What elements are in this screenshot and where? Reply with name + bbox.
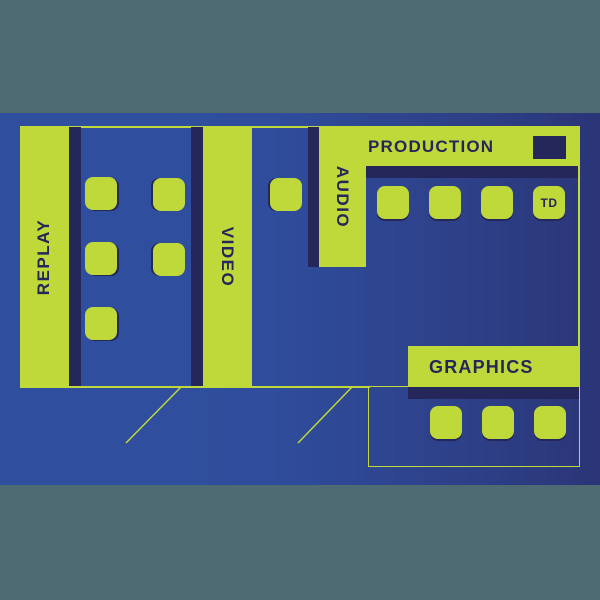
graphics-station-1[interactable]	[430, 406, 462, 439]
replay-station-3[interactable]	[85, 242, 117, 275]
production-station-1[interactable]	[377, 186, 409, 219]
production-station-3[interactable]	[481, 186, 513, 219]
video-room	[252, 127, 308, 386]
graphics-label: GRAPHICS	[429, 357, 534, 377]
replay-divider-right	[191, 127, 203, 386]
production-indicator-square	[533, 136, 566, 159]
replay-station-2[interactable]	[153, 178, 185, 211]
graphics-divider	[408, 387, 579, 399]
replay-divider-left	[69, 127, 81, 386]
video-label-block[interactable]: VIDEO	[203, 127, 252, 386]
replay-station-4[interactable]	[153, 243, 185, 276]
audio-divider	[308, 127, 319, 267]
production-room: TD	[366, 178, 578, 346]
replay-station-5[interactable]	[85, 307, 117, 340]
production-station-2[interactable]	[429, 186, 461, 219]
replay-label-block[interactable]: REPLAY	[20, 127, 69, 387]
replay-room	[81, 127, 191, 386]
production-header[interactable]: PRODUCTION	[366, 127, 580, 166]
room-outline-bottom	[20, 386, 370, 388]
production-room-right-wall	[578, 127, 580, 347]
room-outline-top	[20, 126, 580, 128]
production-station-td[interactable]: TD	[533, 186, 565, 219]
production-divider	[366, 166, 578, 178]
graphics-header[interactable]: GRAPHICS	[408, 346, 580, 386]
graphics-room	[368, 386, 580, 467]
graphics-station-2[interactable]	[482, 406, 514, 439]
video-station-1[interactable]	[270, 178, 302, 211]
replay-station-1[interactable]	[85, 177, 117, 210]
production-label: PRODUCTION	[368, 137, 495, 156]
audio-label-block[interactable]: AUDIO	[319, 127, 366, 267]
graphics-station-3[interactable]	[534, 406, 566, 439]
